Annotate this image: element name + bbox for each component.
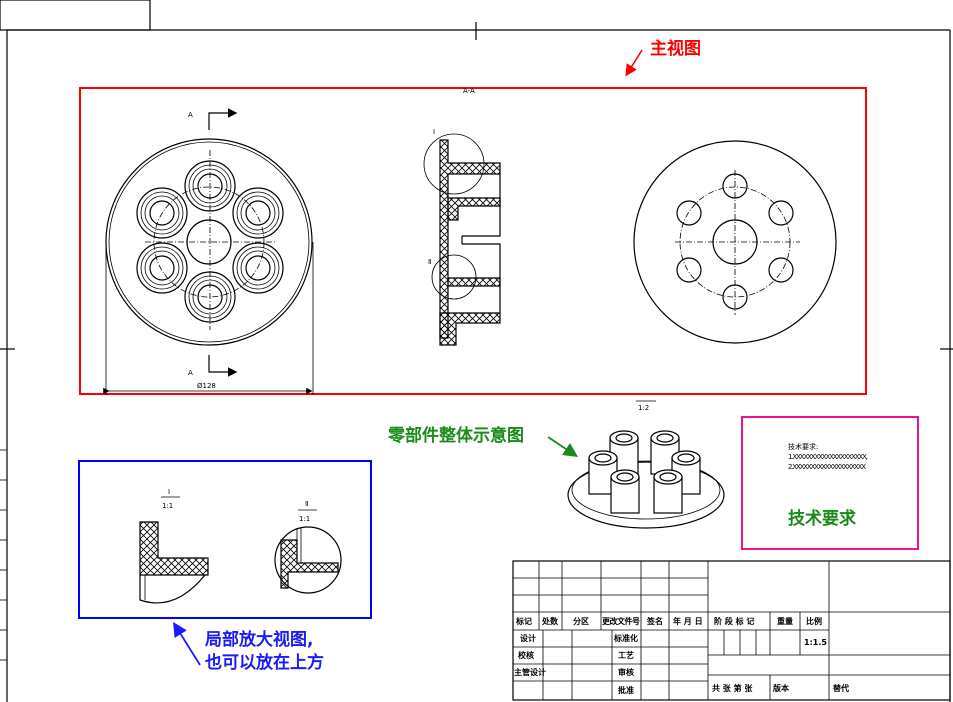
svg-text:更改文件号: 更改文件号 bbox=[602, 616, 640, 626]
detail-view-label-line1: 局部放大视图, bbox=[205, 629, 313, 650]
isometric-view: 1:2 bbox=[567, 400, 725, 529]
svg-text:工艺: 工艺 bbox=[618, 650, 634, 660]
svg-text:Ⅱ: Ⅱ bbox=[305, 500, 308, 508]
svg-text:批准: 批准 bbox=[618, 685, 634, 695]
detail-view-label-line2: 也可以放在上方 bbox=[205, 652, 324, 673]
svg-text:替代: 替代 bbox=[833, 683, 849, 693]
main-view-label: 主视图 bbox=[650, 38, 701, 59]
detail-circle-1 bbox=[423, 133, 485, 195]
svg-text:年 月 日: 年 月 日 bbox=[673, 616, 703, 626]
assembly-view-arrow bbox=[547, 436, 578, 457]
tech-requirement-item: 2.XXXXXXXXXXXXXXXXXXXX bbox=[788, 463, 866, 471]
svg-text:重量: 重量 bbox=[777, 616, 793, 626]
iso-scale: 1:2 bbox=[638, 404, 649, 412]
svg-text:处数: 处数 bbox=[541, 616, 559, 626]
detail-view-1: Ⅰ 1:1 bbox=[139, 488, 209, 604]
svg-text:签名: 签名 bbox=[646, 616, 663, 626]
detail-circle-2 bbox=[431, 254, 477, 300]
svg-text:Ⅰ: Ⅰ bbox=[168, 488, 170, 496]
svg-text:比例: 比例 bbox=[806, 616, 822, 626]
svg-text:分区: 分区 bbox=[573, 616, 589, 626]
main-view-box bbox=[79, 87, 867, 395]
tech-requirements-annotation: 技术要求 bbox=[788, 508, 856, 529]
main-view-arrow bbox=[625, 49, 643, 77]
section-mark-bottom: A bbox=[188, 369, 193, 377]
section-mark-top: A bbox=[188, 111, 193, 119]
tech-requirements-title: 技术要求: bbox=[788, 442, 818, 451]
svg-text:版本: 版本 bbox=[772, 683, 789, 693]
detail-mark-1: Ⅰ bbox=[433, 128, 435, 136]
detail-view-2: Ⅱ 1:1 bbox=[274, 500, 342, 594]
svg-text:1:1.5: 1:1.5 bbox=[804, 638, 827, 647]
svg-text:审核: 审核 bbox=[618, 667, 634, 677]
svg-text:1:1: 1:1 bbox=[299, 515, 310, 523]
svg-text:1:1: 1:1 bbox=[162, 502, 173, 510]
back-view bbox=[633, 140, 837, 344]
assembly-view-label: 零部件整体示意图 bbox=[387, 425, 524, 446]
left-zone-ticks bbox=[0, 449, 7, 661]
tech-requirements-box bbox=[741, 416, 919, 550]
front-view: Ø128 A A bbox=[103, 108, 314, 395]
detail-mark-2: Ⅱ bbox=[428, 258, 431, 266]
svg-text:共 张 第 张: 共 张 第 张 bbox=[712, 683, 753, 693]
svg-text:阶 段 标 记: 阶 段 标 记 bbox=[714, 616, 754, 626]
svg-text:校核: 校核 bbox=[518, 650, 534, 660]
section-view: A-A Ⅰ Ⅱ bbox=[423, 87, 501, 346]
svg-text:标准化: 标准化 bbox=[613, 633, 638, 643]
title-block: 标记 处数 分区 更改文件号 签名 年 月 日 设计 校核 主管设计 标准化 工… bbox=[512, 560, 951, 701]
section-label: A-A bbox=[463, 87, 475, 95]
svg-text:标记: 标记 bbox=[515, 616, 532, 626]
detail-views-box bbox=[78, 460, 372, 619]
detail-view-arrow bbox=[173, 621, 201, 666]
diameter-dimension: Ø128 bbox=[197, 382, 216, 390]
svg-text:设计: 设计 bbox=[520, 633, 536, 643]
tech-requirement-item: 1.XXXXXXXXXXXXXXXXXXXX, bbox=[788, 453, 868, 461]
svg-text:主管设计: 主管设计 bbox=[514, 667, 546, 677]
section-arrow-bottom bbox=[208, 355, 238, 377]
section-arrow-top bbox=[208, 108, 238, 130]
